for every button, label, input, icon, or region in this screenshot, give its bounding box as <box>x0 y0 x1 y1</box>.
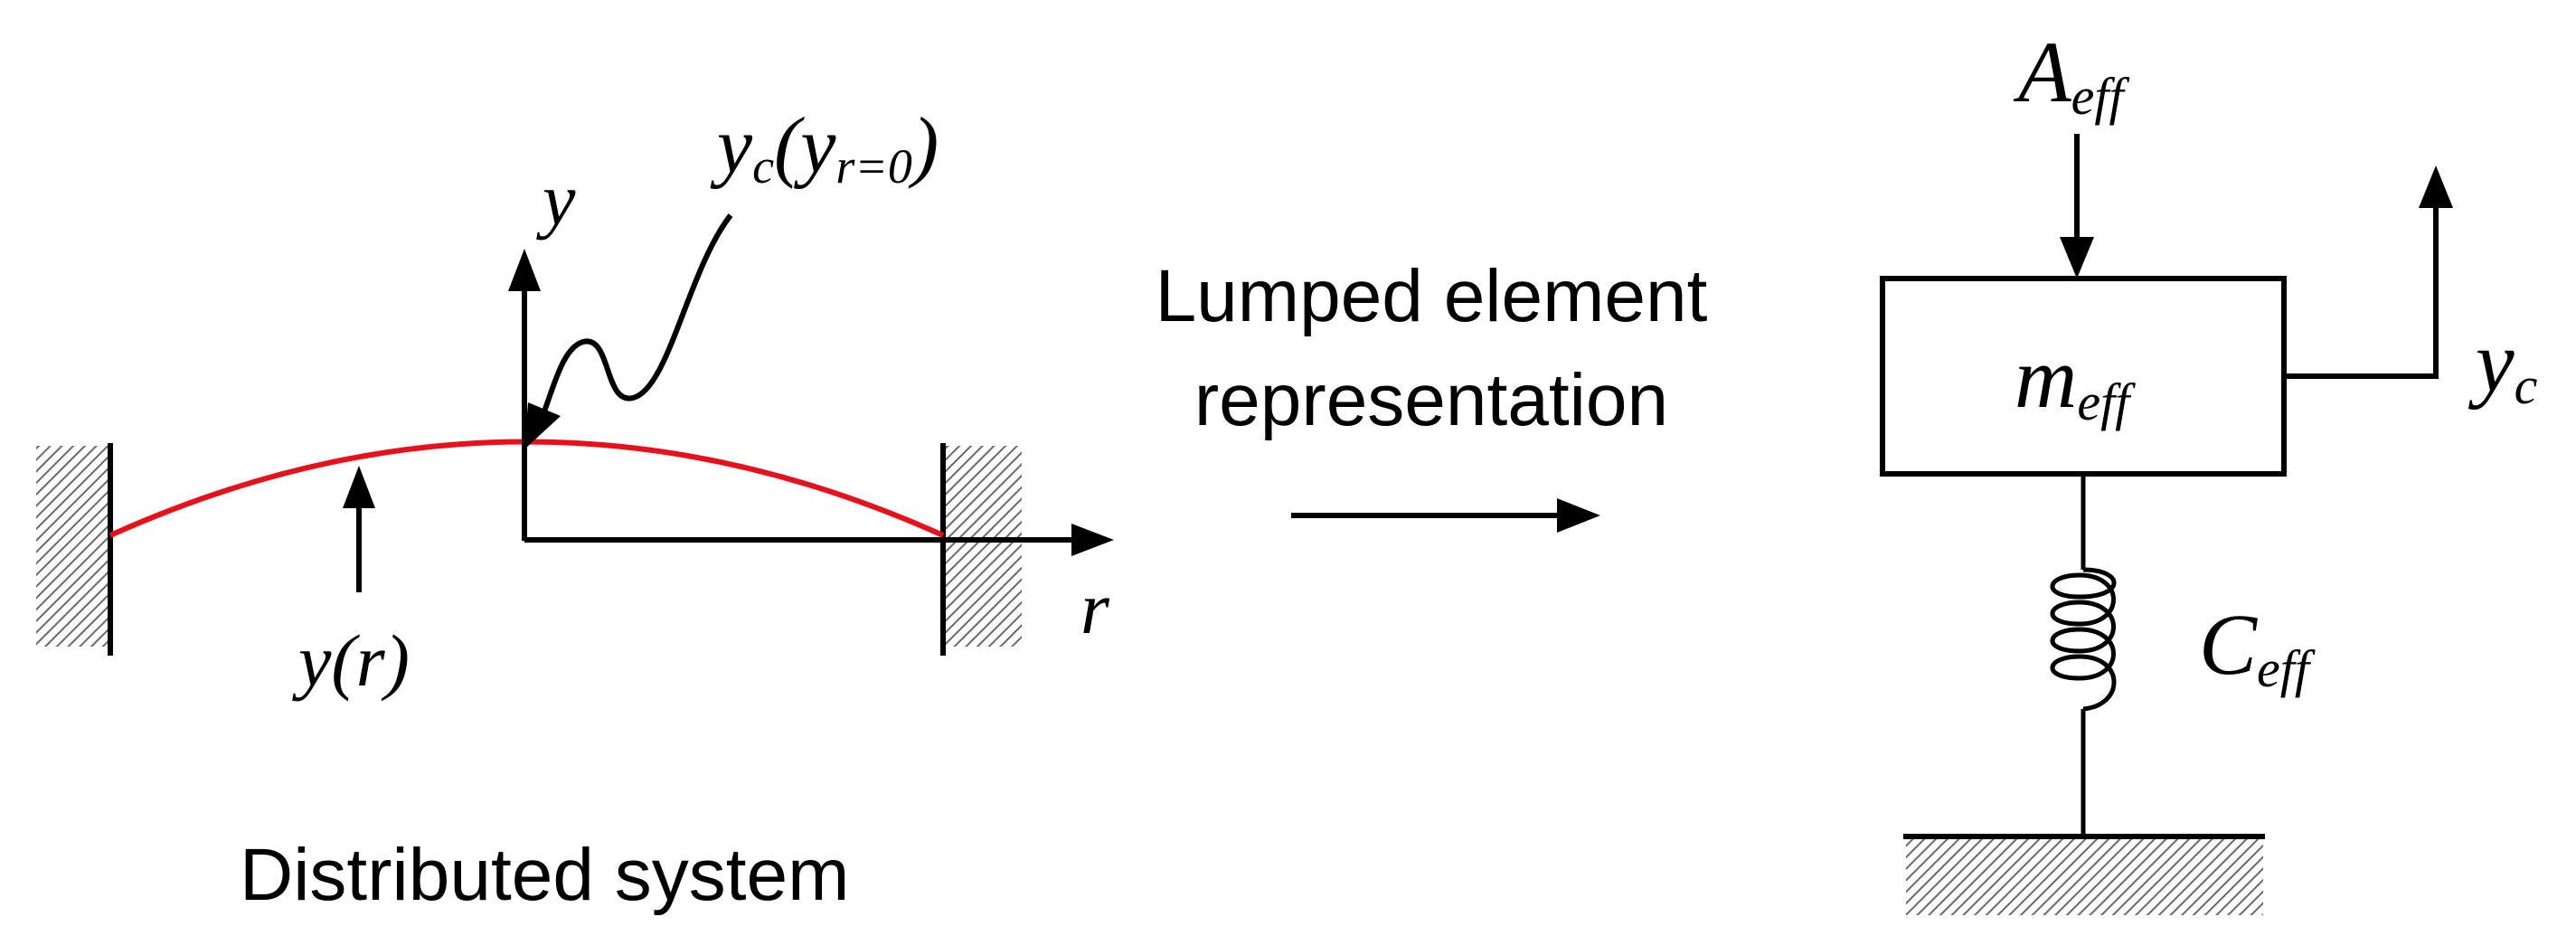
output-label: yc <box>2467 313 2538 415</box>
r-axis-label: r <box>1080 567 1110 649</box>
mass-label-main: m <box>2015 329 2077 426</box>
spring-label-sub: eff <box>2257 639 2316 698</box>
output-label-main: y <box>2467 313 2515 410</box>
center-pointer-curve <box>540 213 733 418</box>
center-pointer-arrowhead <box>524 402 561 449</box>
mass-label: meff <box>2015 329 2136 431</box>
distributed-caption: Distributed system <box>240 834 849 916</box>
center-label-paren-open: (y <box>774 102 836 190</box>
ground-hatch <box>1906 839 2263 915</box>
output-lead <box>2284 208 2439 379</box>
output-arrowhead <box>2419 165 2453 208</box>
transition: Lumped element representation <box>1156 255 1708 533</box>
deflection-label: y(r) <box>292 619 410 702</box>
y-axis-label: y <box>536 158 576 241</box>
deflection-arrowhead <box>343 466 375 508</box>
output-label-sub: c <box>2515 356 2538 415</box>
force-label-main: A <box>2013 24 2071 120</box>
mass-label-sub: eff <box>2077 373 2136 431</box>
center-label-paren-sub: r=0 <box>835 139 911 194</box>
y-axis-arrowhead <box>508 249 541 291</box>
spring <box>2050 474 2117 836</box>
distributed-system: y r y(r) yc(yr=0) Distributed system <box>36 102 1114 916</box>
center-label-sub: c <box>752 139 774 194</box>
left-clamp-hatch <box>36 446 109 647</box>
spring-label: Ceff <box>2199 596 2316 698</box>
force-arrowhead <box>2060 237 2094 279</box>
lumped-model: Aeff meff yc Ceff <box>1880 24 2538 915</box>
force-label-sub: eff <box>2071 67 2130 126</box>
center-label-main: y <box>710 102 753 190</box>
r-axis-arrowhead <box>1071 524 1114 556</box>
right-clamp-hatch <box>945 446 1022 647</box>
force-label: Aeff <box>2013 24 2129 126</box>
spring-label-main: C <box>2199 596 2258 693</box>
transition-line-2: representation <box>1194 359 1668 441</box>
center-label-paren-close: ) <box>908 102 939 190</box>
transition-arrowhead <box>1557 498 1600 533</box>
transition-line-1: Lumped element <box>1156 255 1708 337</box>
center-deflection-label: yc(yr=0) <box>710 102 939 194</box>
